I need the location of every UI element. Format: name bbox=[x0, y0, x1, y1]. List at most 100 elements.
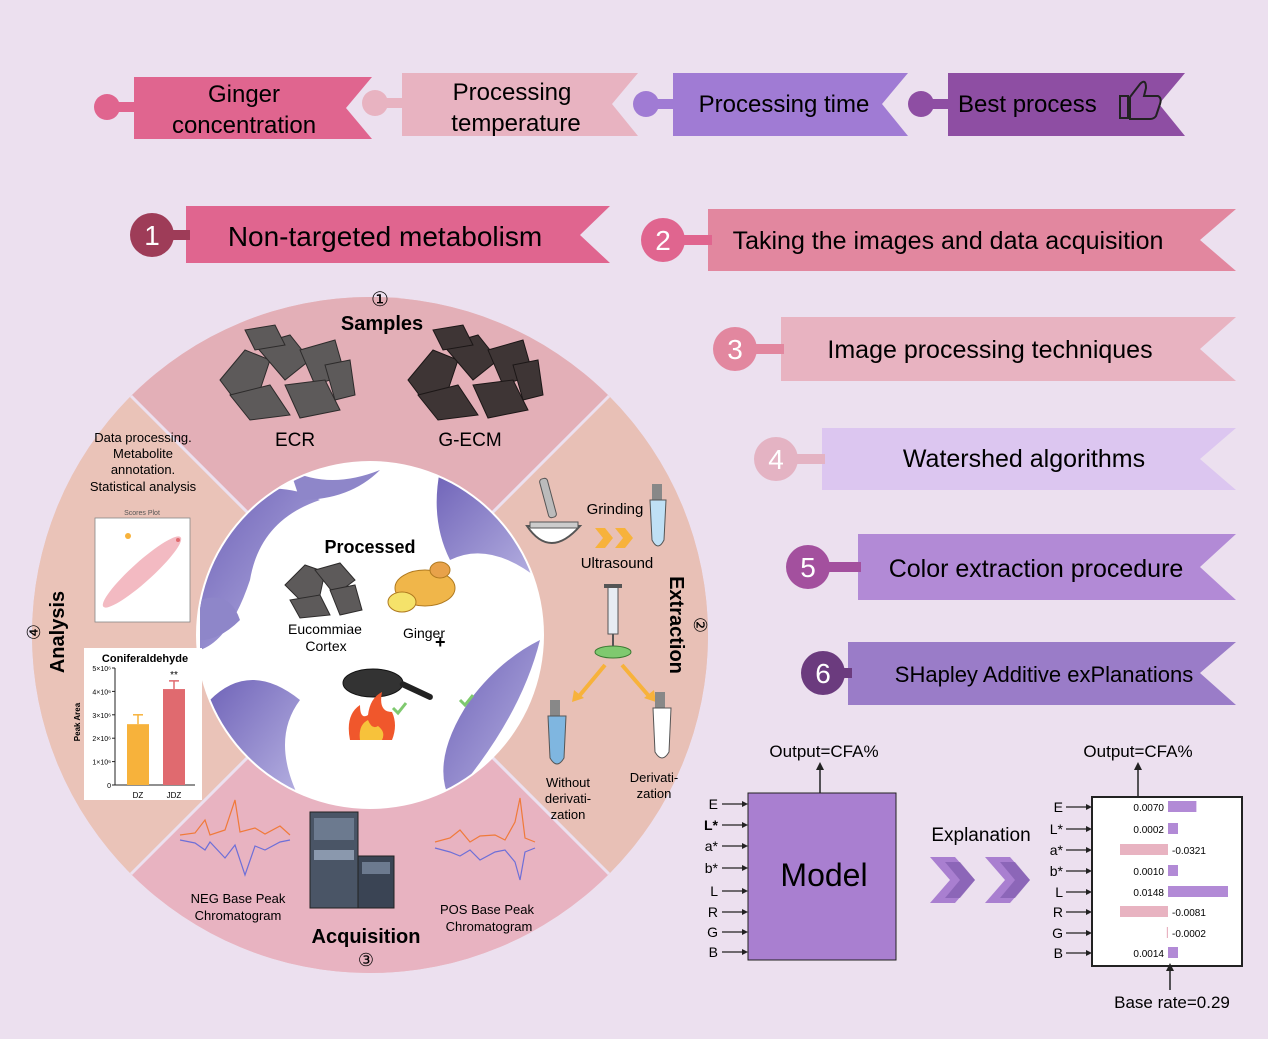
step-processing-time: Processing time bbox=[633, 73, 908, 136]
neg-label-1: NEG Base Peak bbox=[191, 891, 286, 906]
shap-value-label: -0.0081 bbox=[1172, 908, 1206, 919]
model-feature-label: L* bbox=[704, 817, 719, 833]
method-6-number: 6 bbox=[815, 658, 831, 689]
grinding-label: Grinding bbox=[587, 501, 644, 518]
pos-chromatogram-icon bbox=[434, 797, 536, 881]
acquisition-title: Acquisition bbox=[312, 926, 421, 948]
model-output-label: Output=CFA% bbox=[769, 742, 878, 761]
method-3-label: Image processing techniques bbox=[827, 336, 1152, 364]
shap-value-label: 0.0010 bbox=[1133, 867, 1164, 878]
model-feature-label: b* bbox=[705, 860, 719, 876]
method-2-number: 2 bbox=[655, 225, 671, 256]
method-3-number: 3 bbox=[727, 334, 743, 365]
tube-icon bbox=[649, 484, 667, 547]
method-1-label: Non-targeted metabolism bbox=[228, 221, 542, 252]
method-1-number: 1 bbox=[144, 220, 160, 251]
shap-feature-label: R bbox=[1053, 904, 1063, 920]
wheel-center bbox=[196, 461, 544, 809]
step-ginger-concentration: Ginger concentration bbox=[94, 77, 372, 139]
analysis-number: ④ bbox=[24, 624, 44, 640]
step-label-1a: Ginger bbox=[208, 81, 280, 108]
chart-y-tick-label: 1×10⁶ bbox=[92, 760, 111, 767]
chart-significance-label: ** bbox=[170, 670, 178, 681]
shap-feature-label: G bbox=[1052, 925, 1063, 941]
chart-y-tick-label: 4×10⁶ bbox=[92, 689, 111, 696]
chart-y-tick-label: 2×10⁶ bbox=[92, 736, 111, 743]
step-label-2a: Processing bbox=[453, 79, 572, 106]
pos-label-1: POS Base Peak bbox=[440, 902, 534, 917]
model-label: Model bbox=[780, 857, 867, 893]
step-label-2b: temperature bbox=[451, 110, 580, 137]
method-3: 3 Image processing techniques bbox=[713, 317, 1236, 381]
model-feature-label: E bbox=[709, 796, 718, 812]
neg-label-2: Chromatogram bbox=[195, 908, 282, 923]
method-4-label: Watershed algorithms bbox=[903, 445, 1145, 473]
step-label-4: Best process bbox=[958, 91, 1097, 118]
deriv-label-2: zation bbox=[637, 786, 672, 801]
shap-feature-label: L* bbox=[1050, 821, 1064, 837]
chart-ylabel: Peak Area bbox=[73, 702, 82, 741]
scores-plot-title: Scores Plot bbox=[124, 510, 160, 517]
deriv-label-1: Derivati- bbox=[630, 770, 678, 785]
shap-bar-positive bbox=[1168, 947, 1178, 958]
shap-value-label: 0.0148 bbox=[1133, 888, 1164, 899]
without-label-3: zation bbox=[551, 807, 586, 822]
shap-feature-label: L bbox=[1055, 884, 1063, 900]
extraction-number: ② bbox=[690, 617, 710, 633]
thumbs-up-icon bbox=[1119, 80, 1162, 120]
method-4: 4 Watershed algorithms bbox=[754, 428, 1236, 490]
ginger-label: Ginger bbox=[403, 625, 445, 641]
extraction-section: Extraction ② Grinding Ultrasound bbox=[525, 477, 710, 822]
shap-feature-label: E bbox=[1054, 799, 1063, 815]
base-rate-label: Base rate=0.29 bbox=[1114, 993, 1230, 1012]
eucommiae-label-2: Cortex bbox=[305, 638, 346, 654]
model-feature-label: L bbox=[710, 883, 718, 899]
step-best-process: Best process bbox=[908, 73, 1185, 136]
analysis-section: Analysis ④ Data processing. Metabolite a… bbox=[24, 430, 197, 673]
analysis-title: Analysis bbox=[47, 591, 69, 673]
mortar-icon bbox=[525, 477, 583, 544]
chart-bar-dz bbox=[127, 724, 149, 785]
eucommiae-image bbox=[284, 562, 363, 619]
analysis-text-2: Metabolite bbox=[113, 446, 173, 461]
tube-without-derivatization-icon bbox=[547, 700, 567, 765]
explanation-label: Explanation bbox=[931, 825, 1030, 846]
method-2-label: Taking the images and data acquisition bbox=[733, 227, 1164, 255]
method-5-number: 5 bbox=[800, 552, 816, 583]
method-5-label: Color extraction procedure bbox=[889, 555, 1184, 583]
neg-chromatogram-icon bbox=[179, 799, 291, 877]
shap-output-label: Output=CFA% bbox=[1083, 742, 1192, 761]
analysis-text-1: Data processing. bbox=[94, 430, 192, 445]
check-icon bbox=[391, 694, 475, 716]
ginger-image bbox=[387, 561, 456, 613]
shap-value-label: -0.0321 bbox=[1172, 846, 1206, 857]
syringe-filter-icon bbox=[594, 584, 632, 659]
shap-bar-positive bbox=[1168, 823, 1178, 834]
eucommiae-label-1: Eucommiae bbox=[288, 621, 362, 637]
method-4-number: 4 bbox=[768, 444, 784, 475]
shap-box bbox=[1091, 796, 1243, 967]
model-feature-label: R bbox=[708, 904, 718, 920]
arrow-chevrons-icon bbox=[595, 528, 633, 548]
chart-y-tick-label: 3×10⁶ bbox=[92, 713, 111, 720]
fire-icon bbox=[348, 692, 395, 740]
shap-bar-positive bbox=[1168, 801, 1197, 812]
pos-label-2: Chromatogram bbox=[446, 919, 533, 934]
extraction-title: Extraction bbox=[665, 576, 687, 674]
center-section: Processed Eucommiae Cortex Ginger + bbox=[284, 537, 475, 740]
chart-x-tick-label: JDZ bbox=[167, 791, 182, 800]
method-6: 6 SHapley Additive exPlanations bbox=[801, 642, 1236, 705]
shap-value-label: 0.0014 bbox=[1133, 949, 1164, 960]
split-arrows-icon bbox=[578, 663, 650, 697]
method-6-label: SHapley Additive exPlanations bbox=[895, 662, 1193, 687]
shap-feature-label: a* bbox=[1050, 842, 1064, 858]
step-label-3: Processing time bbox=[699, 91, 870, 118]
shap-bar-negative bbox=[1166, 927, 1168, 938]
samples-section: ① Samples ECR G-ECM bbox=[219, 289, 544, 451]
tube-derivatization-icon bbox=[652, 692, 672, 759]
chart-bar-jdz bbox=[163, 689, 185, 785]
analysis-text-4: Statistical analysis bbox=[90, 479, 197, 494]
shap-feature-label: B bbox=[1054, 945, 1063, 961]
